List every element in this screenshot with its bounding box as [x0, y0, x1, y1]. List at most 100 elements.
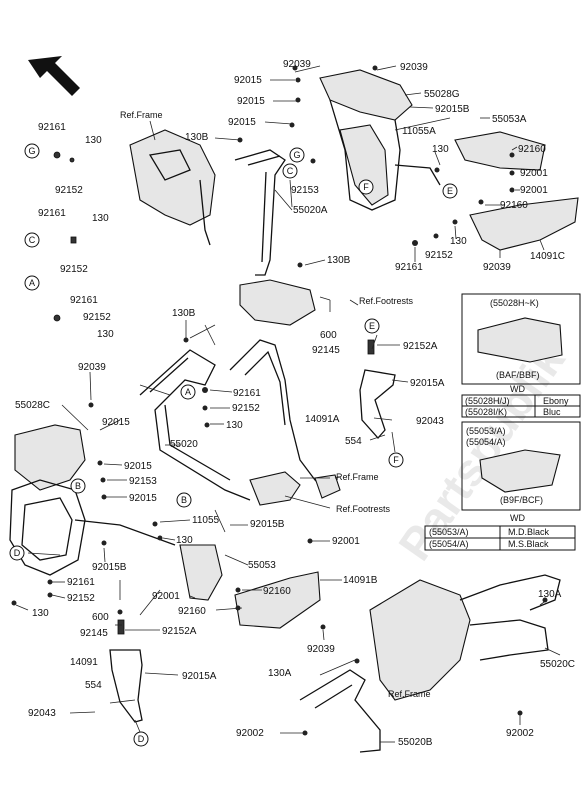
- label-92015B: 92015B: [250, 519, 285, 530]
- label-55053: 55053: [248, 560, 276, 571]
- label-14091A: 14091A: [305, 414, 340, 425]
- svg-text:D: D: [14, 548, 21, 558]
- svg-text:C: C: [287, 166, 294, 176]
- inset-panel-55053: (55053/A) (55054/A) (B9F/BCF) WD: [461, 421, 581, 523]
- left-fairing: [9, 424, 86, 576]
- label-92002: 92002: [236, 728, 264, 739]
- side-panel-upper-right: [394, 131, 579, 251]
- label-92001: 92001: [152, 591, 180, 602]
- label-130: 130: [32, 608, 49, 619]
- label-554: 554: [85, 680, 102, 691]
- svg-text:WD: WD: [510, 513, 525, 523]
- label-92145: 92145: [80, 628, 108, 639]
- svg-text:M.S.Black: M.S.Black: [508, 539, 549, 549]
- ref-footrests-a: Ref.Footrests: [359, 296, 414, 306]
- label-92152: 92152: [55, 185, 83, 196]
- box1-header: (55028H~K): [490, 298, 539, 308]
- callout-b: B: [70, 478, 86, 494]
- label-92015: 92015: [124, 461, 152, 472]
- box1-wd: WD: [510, 384, 525, 394]
- ref-frame-top: Ref.Frame: [120, 110, 163, 120]
- engine-guard-upper: [234, 149, 286, 276]
- svg-text:G: G: [28, 146, 35, 156]
- callout-a: A: [180, 384, 196, 400]
- label-92152: 92152: [67, 593, 95, 604]
- label-92015: 92015: [129, 493, 157, 504]
- frame-top-left: [129, 129, 216, 246]
- svg-text:E: E: [447, 186, 453, 196]
- label-600: 600: [320, 330, 337, 341]
- label-92161: 92161: [67, 577, 95, 588]
- label-14091: 14091: [70, 657, 98, 668]
- callout-f: F: [388, 452, 404, 468]
- svg-text:C: C: [29, 235, 36, 245]
- label-92161: 92161: [233, 388, 261, 399]
- ref-labels: Ref.Frame Ref.Footrests Ref.Frame Ref.Fo…: [120, 110, 431, 699]
- leader-lines: [15, 65, 561, 743]
- label-92152: 92152: [232, 403, 260, 414]
- label-92015: 92015: [234, 75, 262, 86]
- label-92015: 92015: [237, 96, 265, 107]
- label-92015B: 92015B: [92, 562, 127, 573]
- svg-text:M.D.Black: M.D.Black: [508, 527, 550, 537]
- callout-d: D: [9, 545, 25, 561]
- label-92002: 92002: [506, 728, 534, 739]
- callout-b: B: [176, 492, 192, 508]
- label-55020B: 55020B: [398, 737, 433, 748]
- part-labels: 92039 92039 55028G 92015B 92015 92015 92…: [15, 59, 575, 748]
- label-92152A: 92152A: [162, 626, 197, 637]
- label-14091B: 14091B: [343, 575, 378, 586]
- label-11055: 11055: [192, 515, 220, 526]
- label-92043: 92043: [28, 708, 56, 719]
- label-92001: 92001: [332, 536, 360, 547]
- label-92043: 92043: [416, 416, 444, 427]
- label-130: 130: [450, 236, 467, 247]
- callout-e: E: [442, 183, 458, 199]
- inset-panel-55028: (55028H~K) (BAF/BBF) WD: [461, 293, 581, 394]
- label-92015: 92015: [102, 417, 130, 428]
- label-92161: 92161: [70, 295, 98, 306]
- label-92015A: 92015A: [182, 671, 217, 682]
- label-92001: 92001: [520, 168, 548, 179]
- svg-text:E: E: [369, 321, 375, 331]
- label-92039: 92039: [400, 62, 428, 73]
- label-92039: 92039: [78, 362, 106, 373]
- label-14091C: 14091C: [530, 251, 565, 262]
- callout-f: F: [358, 179, 374, 195]
- label-92039: 92039: [483, 262, 511, 273]
- svg-text:Ebony: Ebony: [543, 396, 569, 406]
- label-92152: 92152: [425, 250, 453, 261]
- label-92161: 92161: [38, 208, 66, 219]
- label-92160: 92160: [500, 200, 528, 211]
- label-92015B: 92015B: [435, 104, 470, 115]
- svg-text:(55028I/K): (55028I/K): [465, 407, 507, 417]
- callout-c: C: [282, 163, 298, 179]
- label-92152: 92152: [83, 312, 111, 323]
- callout-a: A: [24, 275, 40, 291]
- arrow-up-left-icon: [28, 56, 80, 96]
- label-92160: 92160: [263, 586, 291, 597]
- frame-bottom-right: [299, 574, 561, 753]
- label-11055A: 11055A: [402, 126, 436, 137]
- ref-footrests-b: Ref.Footrests: [336, 504, 391, 514]
- guard-14091: [109, 649, 143, 723]
- callout-e: E: [364, 318, 380, 334]
- callout-c: C: [24, 232, 40, 248]
- label-55028G: 55028G: [424, 89, 460, 100]
- label-130: 130: [432, 144, 449, 155]
- label-130: 130: [92, 213, 109, 224]
- circle-callouts: G G C C A A F F E E B B D D: [9, 143, 458, 747]
- label-92145: 92145: [312, 345, 340, 356]
- svg-text:(55054/A): (55054/A): [466, 437, 506, 447]
- label-130: 130: [85, 135, 102, 146]
- svg-text:(55053/A): (55053/A): [466, 426, 506, 436]
- label-55020: 55020: [170, 439, 198, 450]
- label-92160: 92160: [518, 144, 546, 155]
- label-92152A: 92152A: [403, 341, 438, 352]
- label-130B: 130B: [185, 132, 209, 143]
- label-55020C: 55020C: [540, 659, 575, 670]
- svg-text:(55053/A): (55053/A): [429, 527, 469, 537]
- upper-cowl-part: [319, 69, 413, 211]
- ref-frame-bot: Ref.Frame: [388, 689, 431, 699]
- label-55028C: 55028C: [15, 400, 50, 411]
